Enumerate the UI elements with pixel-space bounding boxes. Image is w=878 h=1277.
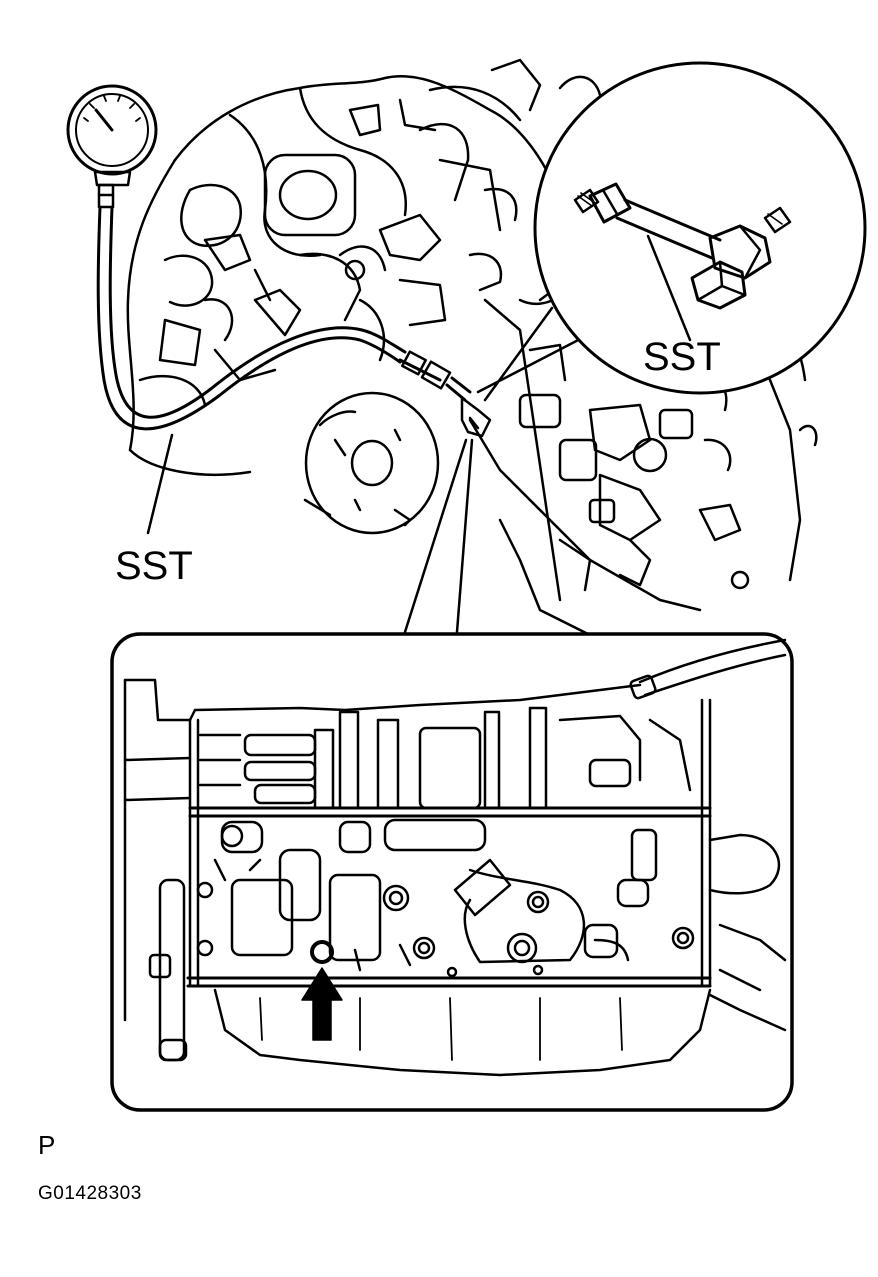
sst-hose-leader <box>146 433 174 535</box>
engine-body <box>126 58 602 476</box>
inset-detail-panel <box>110 632 794 1112</box>
figure-code: G01428303 <box>38 1183 142 1204</box>
pressure-hose <box>96 205 407 431</box>
up-arrow-icon <box>301 967 343 1041</box>
position-letter: P <box>38 1130 56 1160</box>
detail-callout-leader <box>476 306 588 402</box>
flywheel <box>303 391 440 535</box>
sst-adapter-fitting <box>398 350 492 438</box>
sst-detail-label: SST <box>643 335 721 379</box>
sst-hose-label: SST <box>115 544 193 588</box>
pressure-gauge-icon <box>66 84 158 209</box>
test-plug <box>310 940 334 964</box>
inset-callout-leader <box>403 438 474 634</box>
sst-detail-callout <box>533 61 867 395</box>
